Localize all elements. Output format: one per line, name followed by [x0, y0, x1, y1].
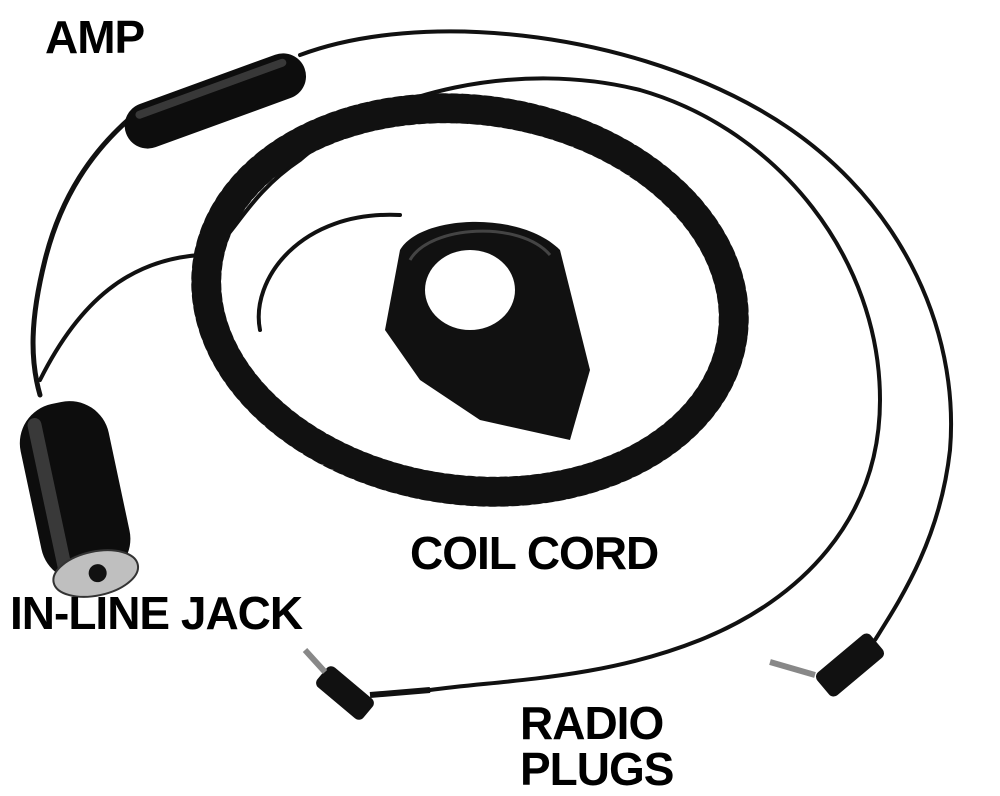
cable-amp-to-right-plug: [298, 29, 953, 642]
inline-jack: [19, 401, 140, 598]
label-amp: AMP: [45, 11, 145, 63]
label-radio-plugs-line2: PLUGS: [520, 743, 674, 795]
coil-cord: [191, 93, 749, 507]
velcro-strap: [385, 221, 590, 440]
label-coil-cord: COIL CORD: [410, 527, 659, 579]
label-inline-jack: IN-LINE JACK: [10, 587, 303, 639]
left-radio-plug: [302, 647, 431, 720]
label-radio-plugs-line1: RADIO: [520, 697, 664, 749]
coil-cord-lead: [256, 212, 402, 332]
amp-body: [124, 53, 306, 149]
cable-amp-to-jack: [30, 107, 143, 398]
right-radio-plug: [769, 633, 885, 697]
